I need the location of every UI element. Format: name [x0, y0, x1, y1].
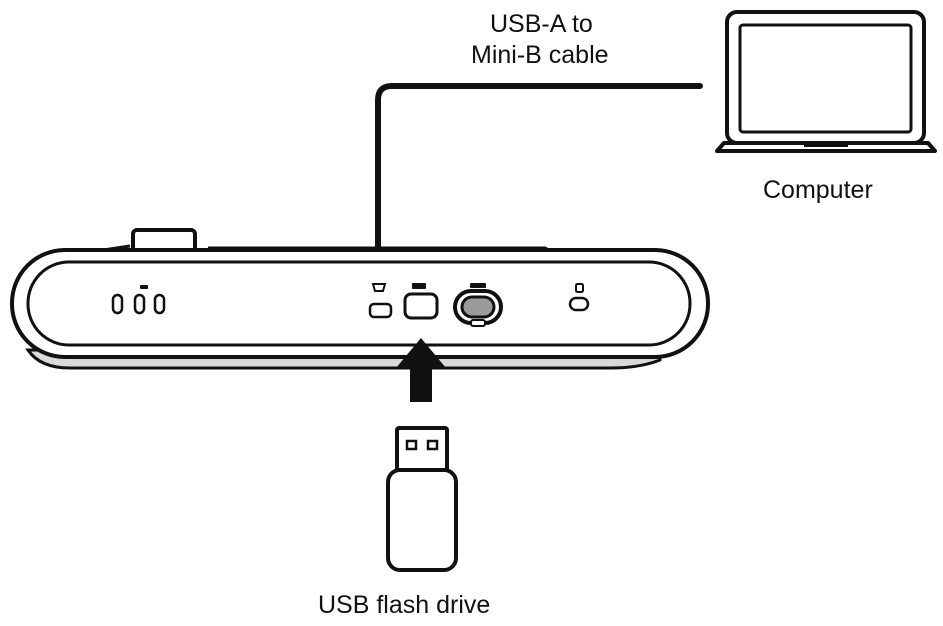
flash-drive-body [386, 468, 458, 572]
laptop-icon [715, 10, 937, 153]
insert-arrow-icon [396, 338, 446, 402]
flash-drive-connector [395, 426, 449, 477]
mini-usb-port [368, 283, 393, 319]
cable-label-line-2: Mini-B cable [471, 41, 609, 69]
audio-interface-device [10, 228, 710, 370]
cable-label-line-1: USB-A to [490, 10, 593, 38]
rear-panel [26, 260, 692, 347]
computer-label: Computer [763, 176, 873, 204]
usb-flash-drive-icon [386, 426, 458, 572]
power-port [453, 283, 503, 327]
usb-a-port [403, 283, 439, 320]
flash-drive-label: USB flash drive [318, 591, 491, 619]
kensington-lock-slot [568, 283, 590, 312]
status-indicators [111, 285, 166, 315]
usb-cable [375, 83, 703, 271]
